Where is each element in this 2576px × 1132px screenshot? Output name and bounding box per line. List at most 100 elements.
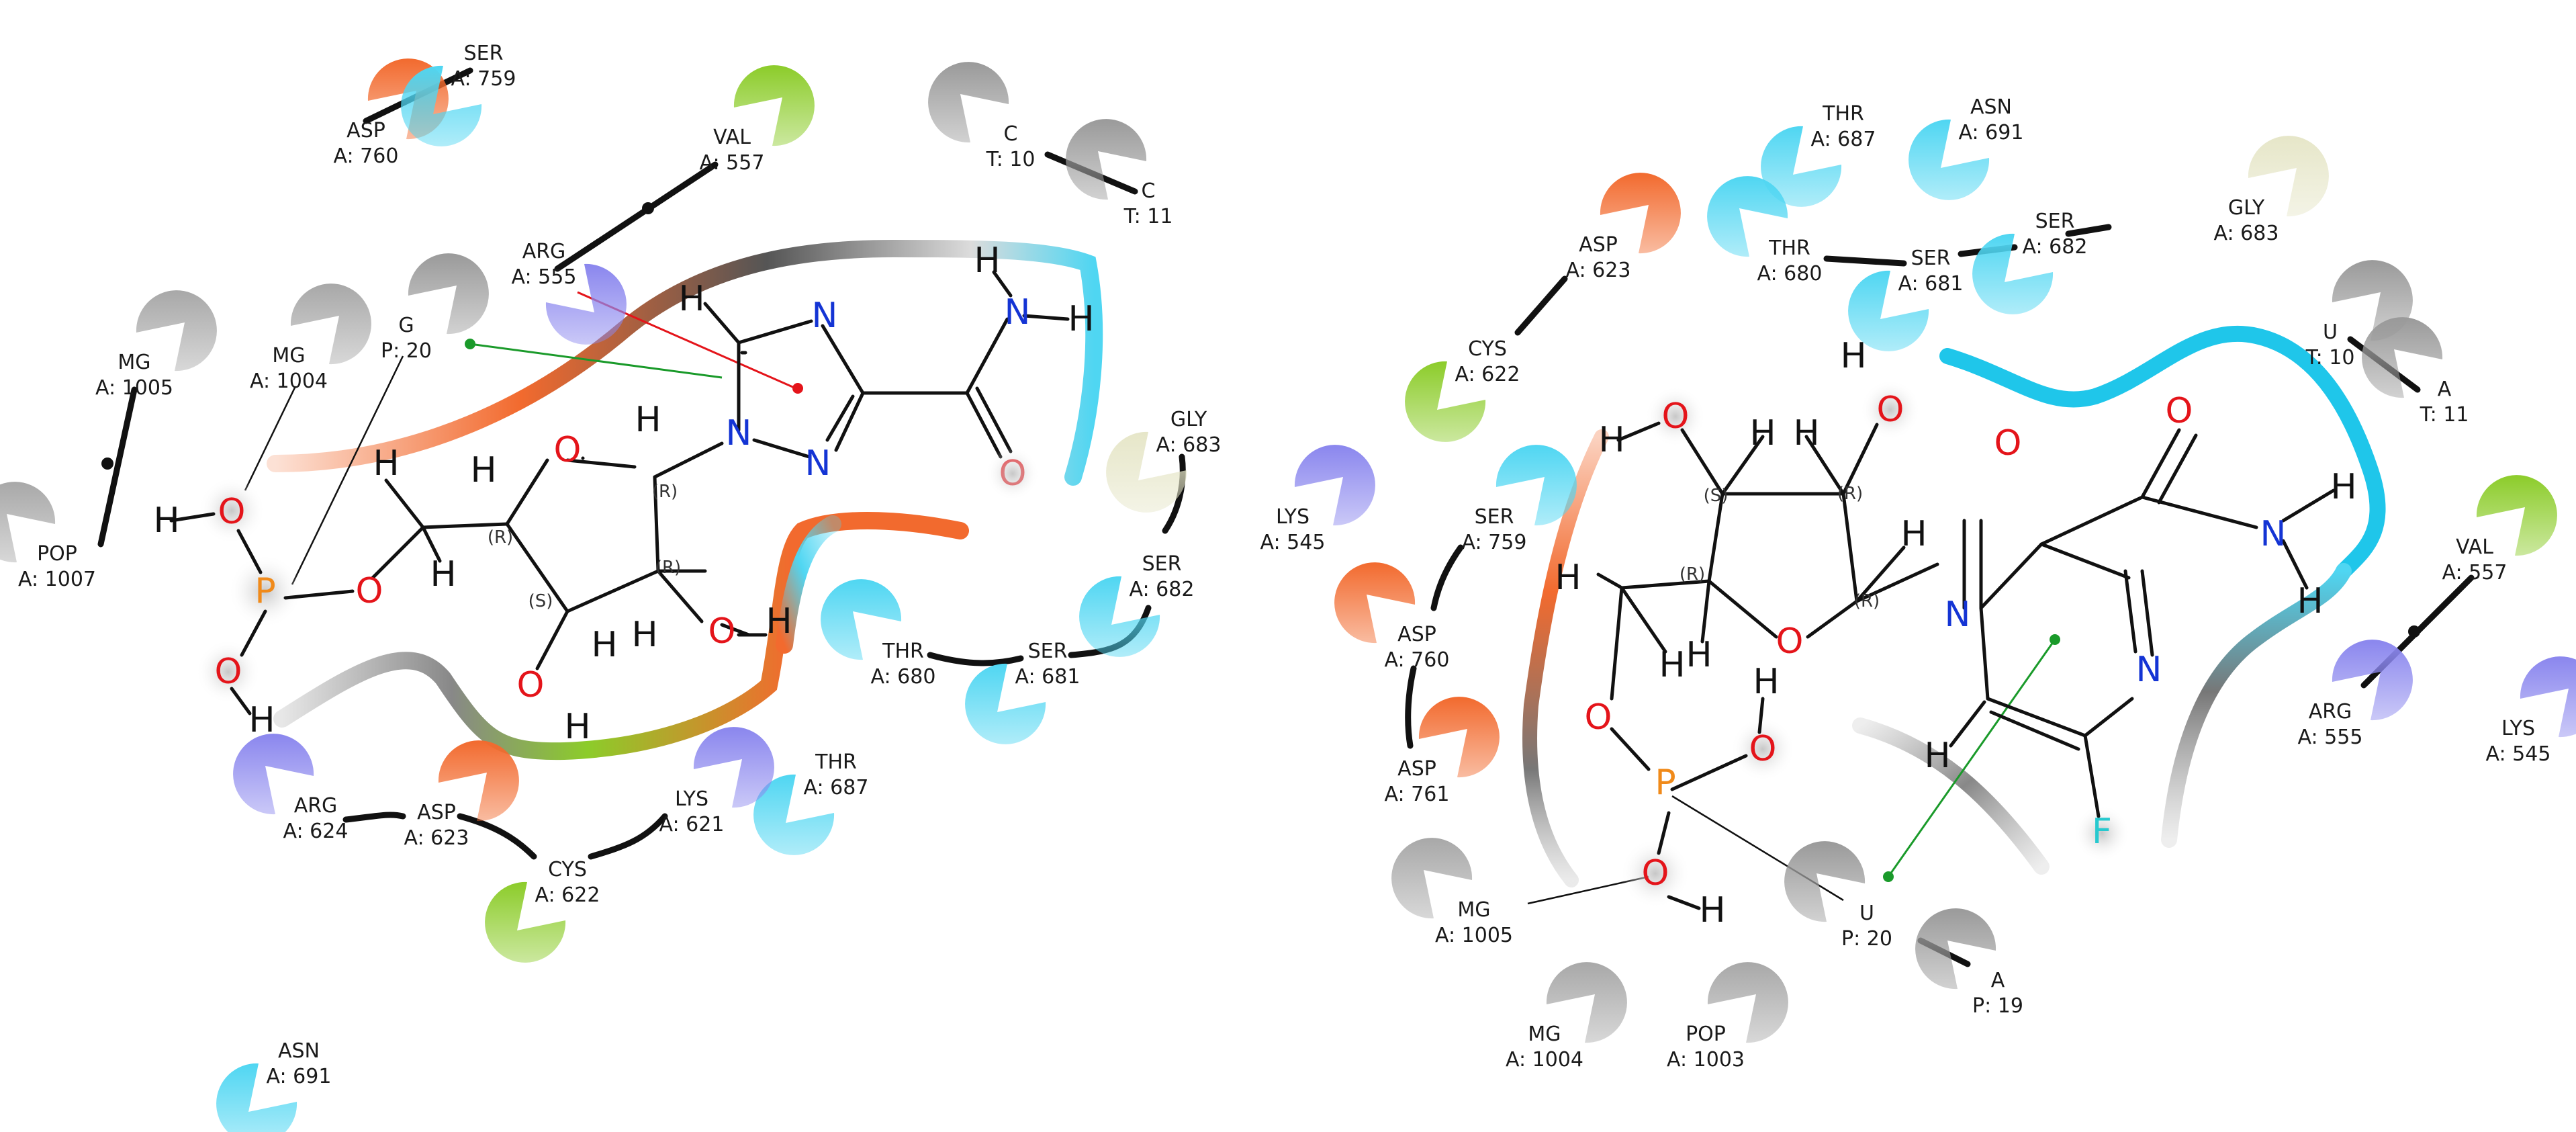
stereo-label: (S) [1704,486,1729,506]
atom-h: H [591,625,617,665]
left-molecule-bonds [169,270,1070,715]
residue-u20: UP: 20 [1784,841,1892,951]
residue-name: SER [1028,640,1068,663]
residue-name: GLY [1170,408,1207,431]
stereo-label: (R) [655,558,681,578]
residue-shape [1600,173,1681,254]
residue-name: ASP [1397,757,1436,781]
residue-name: A [2438,378,2452,401]
residue-name: U [2323,320,2338,344]
atom-n-ring2: N [2136,650,2162,690]
atom-n-ring3: N [805,443,831,484]
atom-h: H [153,500,179,541]
residue-name: THR [815,750,857,774]
atom-h: H [373,443,399,484]
residue-id: A: 1004 [1506,1048,1583,1072]
residue-name: ASN [1970,95,2012,119]
bond-arg555-val557 [554,161,719,272]
residue-name: ASP [347,119,385,142]
pi-center-right [2050,634,2060,645]
bond-mg1005-pop1007 [97,386,138,548]
residue-shape [821,579,902,660]
residue-name: POP [1686,1022,1726,1046]
residue-name: SER [464,42,504,65]
residue-shape [0,482,56,563]
bond-thr680-ser681 [927,652,1024,666]
residue-id: A: 760 [1385,648,1450,672]
residue-id: A: 545 [1260,531,1326,554]
atom-h: H [1924,736,1950,776]
atom-o-p2: O [215,652,242,692]
bond-arg624-asp623 [342,812,406,823]
residue-shape [2476,475,2557,556]
residue-u10: UT: 10 [2305,260,2413,369]
residue-mg1005: MGA: 1005 [95,290,217,400]
residue-shape [1391,838,1473,919]
residue-id: T: 10 [986,148,1036,171]
residue-c11: CT: 11 [1066,119,1172,228]
bond-ser759-asp760 [1430,544,1464,611]
residue-shape [2520,656,2576,738]
residue-shape [1707,962,1788,1043]
residue-id: A: 681 [1015,665,1080,689]
residue-name: C [1004,122,1018,146]
residue-id: A: 545 [2486,742,2551,766]
stereo-label: (S) [528,591,553,611]
pi-stack-g20 [469,343,723,379]
residue-shape [545,263,627,345]
residue-name: ASN [278,1039,320,1063]
residue-name: LYS [2501,717,2535,740]
left-pocket-contour-top [267,239,1103,486]
residue-shape [1707,176,1788,257]
residue-id: A: 687 [804,776,869,799]
residue-name: ASP [1397,623,1436,646]
right-molecule-bonds [1596,421,2336,910]
residue-shape [438,740,519,822]
right-molecule: H O H H H O H H H O H O P O H O H N O N [1555,336,2356,930]
right-pocket-contour-right [2161,563,2352,848]
atom-n-amide: N [2260,514,2287,554]
atom-h: H [1840,336,1866,376]
atom-o-2: O [708,611,736,652]
residue-shape [2248,136,2329,217]
residue-id: A: 683 [1156,433,1222,457]
residue-name: POP [37,542,77,566]
atom-h: H [1686,635,1712,675]
atom-h: H [1555,558,1581,598]
residue-name: CYS [1468,337,1507,361]
stereo-label: (R) [1854,591,1880,611]
residue-g20: GP: 20 [381,253,489,363]
residue-shape [401,65,482,146]
left-molecule-atoms: O H P O H O H H H O H O H H O H H N H N [153,241,1094,747]
stereo-label: (R) [488,527,513,548]
atom-o-amide: O [2166,391,2193,431]
atom-h: H [470,450,496,490]
bond-node [642,202,654,214]
atom-o-2: O [1877,390,1904,430]
residue-shape [1908,119,1990,200]
residue-name: SER [1475,505,1514,529]
residue-name: THR [1822,102,1864,126]
left-pocket-contour-bottom [273,512,969,760]
residue-name: THR [1768,236,1810,260]
atom-h: H [974,241,1000,281]
residue-id: P: 20 [1841,927,1892,951]
atom-o-keto: O [1994,423,2022,464]
atom-h: H [635,400,661,440]
atom-h: H [631,615,657,655]
atom-h: H [1753,662,1779,702]
